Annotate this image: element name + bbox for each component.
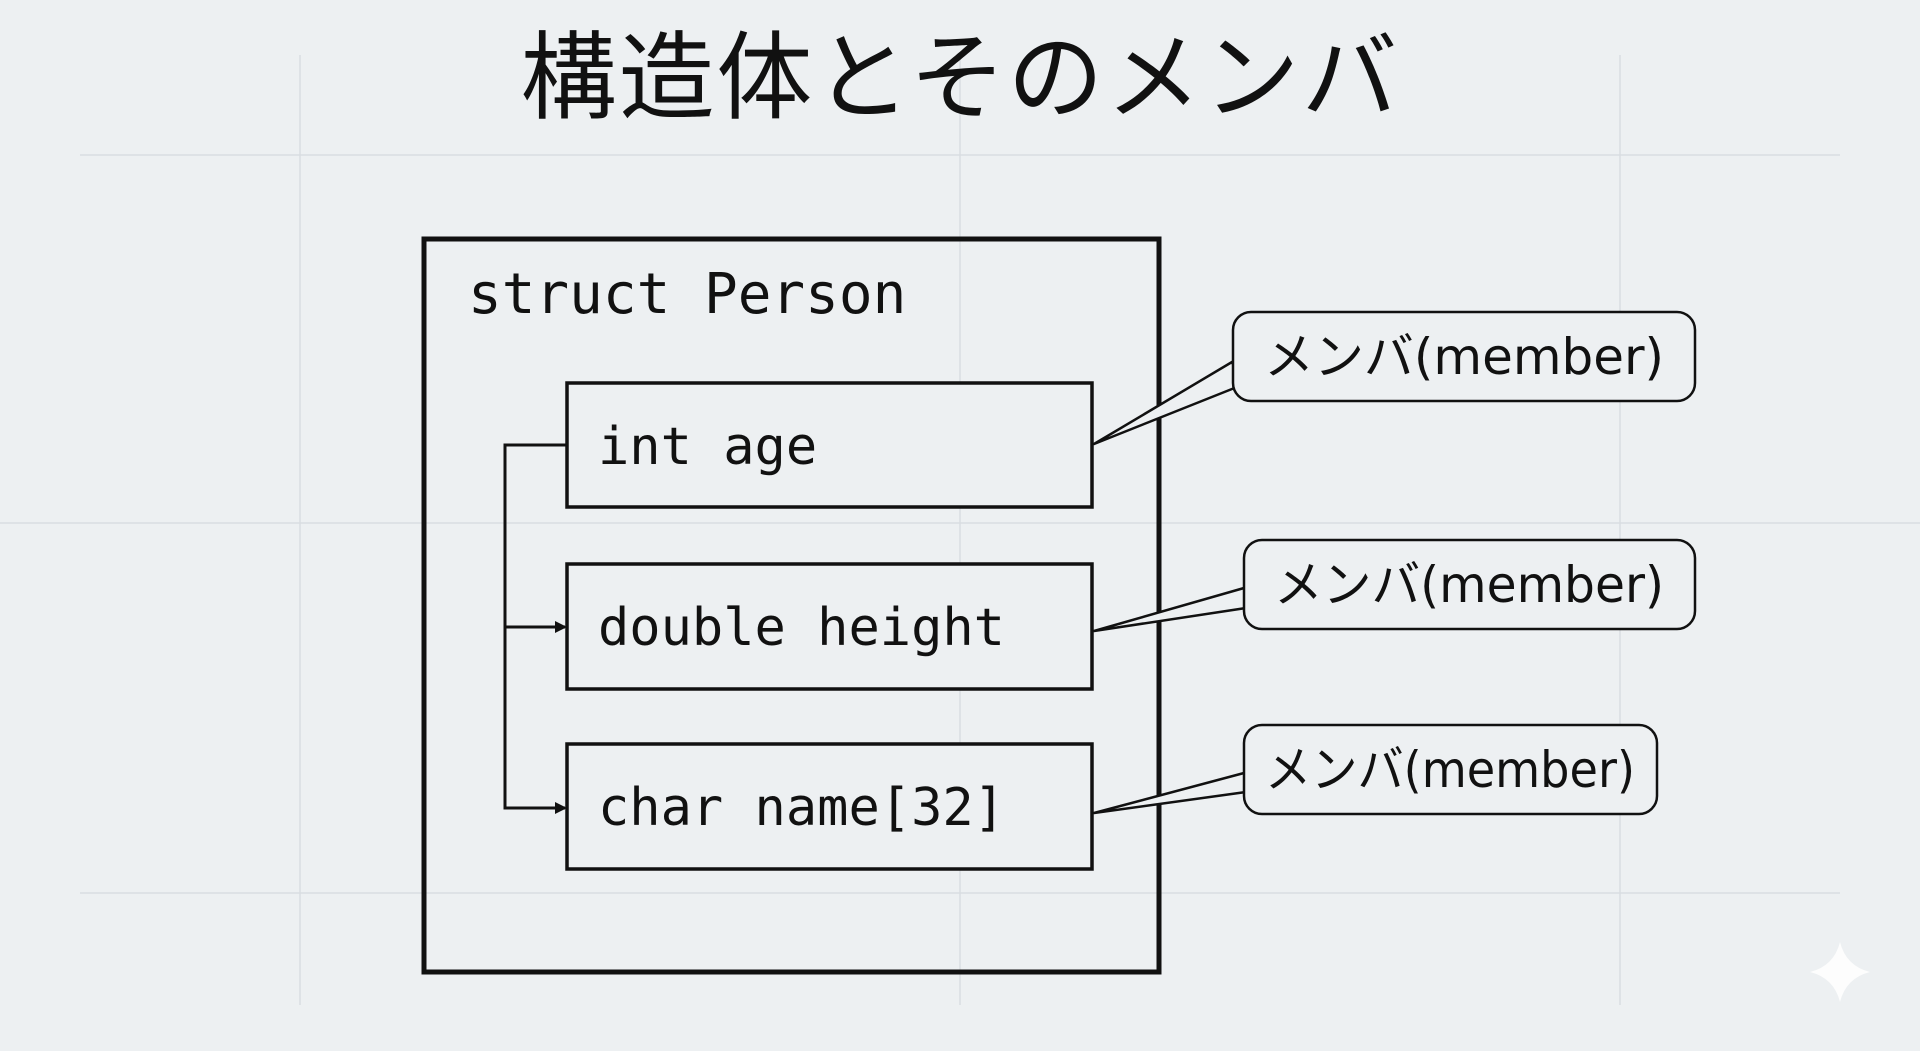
callout-member-name: メンバ(member) [1092,723,1659,816]
struct-label: struct Person [468,262,906,327]
callout-text-age: メンバ(member) [1264,328,1664,386]
callout-pointer-height [1092,586,1248,633]
callout-pointer-age [1092,360,1244,446]
member-box-height [565,562,1094,691]
connector-age-to-height [503,443,567,633]
callout-member-age: メンバ(member) [1092,310,1697,446]
member-label-name: char name[32] [598,778,1005,838]
page-title: 構造体とそのメンバ [520,22,1400,134]
callout-bubble-height [1242,538,1697,631]
callout-member-height: メンバ(member) [1092,538,1697,633]
member-box-name [565,742,1094,871]
callout-text-name: メンバ(member) [1265,741,1635,799]
member-label-height: double height [598,598,1005,658]
callout-bubble-age [1231,310,1697,403]
member-connectors [503,443,567,814]
callout-pointer-name [1092,771,1248,815]
connector-to-name [503,627,567,814]
member-box-age [565,381,1094,509]
callout-text-height: メンバ(member) [1274,556,1664,614]
callout-bubble-name [1242,723,1659,816]
background-grid [0,55,1920,1005]
member-label-age: int age [598,417,817,477]
sparkle-icon [1810,942,1870,1002]
struct-box [421,236,1162,975]
